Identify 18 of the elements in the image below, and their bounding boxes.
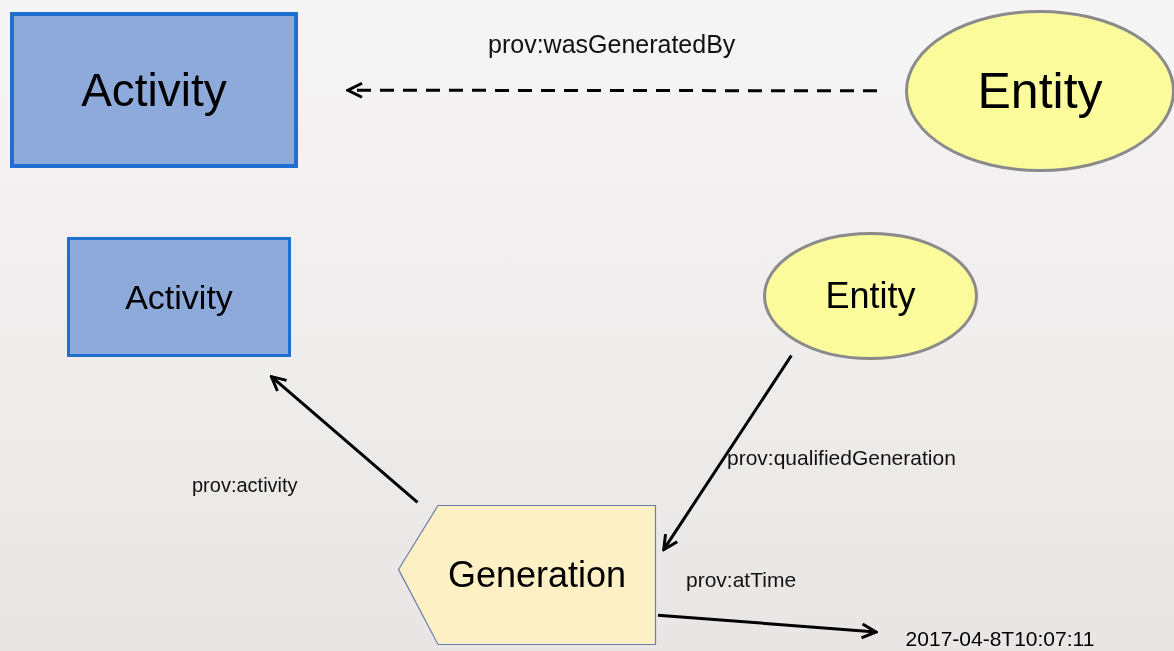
arrow (662, 354, 793, 552)
edge-label: prov:wasGeneratedBy (488, 30, 736, 59)
activity-box (67, 237, 291, 357)
edge-label: prov:qualifiedGeneration (727, 446, 956, 470)
arrow (346, 81, 877, 99)
node-label: Activity (125, 277, 233, 317)
edge-label: prov:activity (192, 474, 298, 497)
edge-label: prov:atTime (686, 568, 797, 592)
arrow (657, 613, 878, 640)
node-label: Entity (977, 62, 1103, 120)
entity-ellipse (763, 232, 978, 360)
node-label: Generation (446, 554, 627, 596)
node-label: Activity (81, 63, 227, 117)
arrow (269, 375, 419, 504)
generation-pentagon (398, 505, 656, 645)
node-label: Entity (825, 275, 916, 317)
timestamp-text: 2017-04-8T10:07:11 (905, 626, 1095, 651)
activity-box (10, 12, 298, 168)
